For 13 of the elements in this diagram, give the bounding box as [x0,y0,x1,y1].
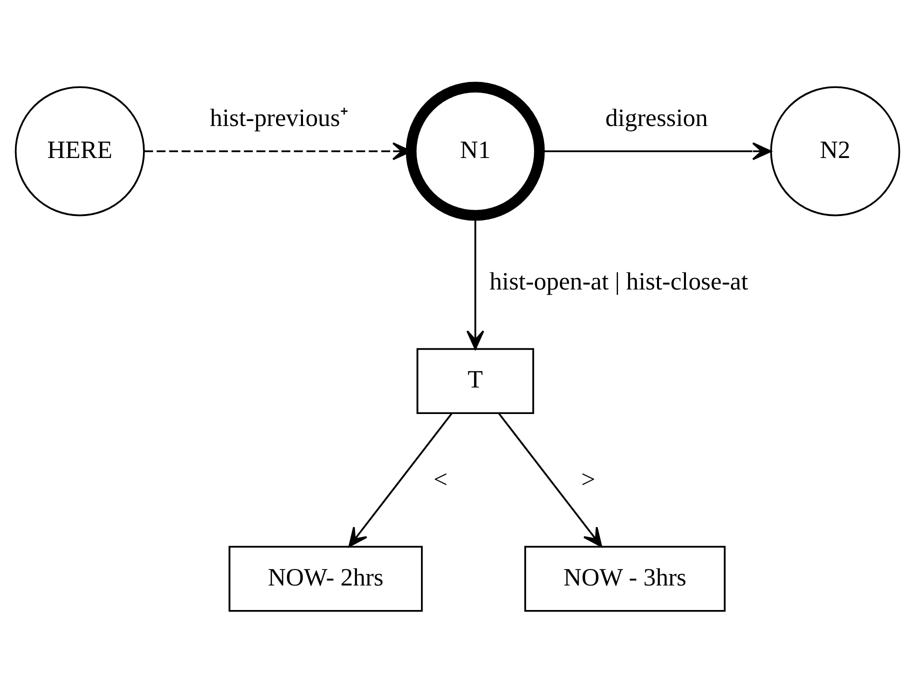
edge-label: < [433,466,448,494]
arrow [498,412,602,548]
node-box: NOW - 3hrs [524,546,726,612]
arrow [348,412,453,548]
node-circle: N2 [770,86,900,216]
edge-label: hist-previous⁺ [210,104,348,132]
node-box: T [416,348,534,414]
edge-label: > [581,466,596,494]
node-box: NOW- 2hrs [228,546,423,612]
edge-label: hist-open-at | hist-close-at [490,268,748,296]
node-circle: N1 [406,82,545,221]
node-circle: HERE [14,86,145,216]
edge-label: digression [605,104,708,132]
